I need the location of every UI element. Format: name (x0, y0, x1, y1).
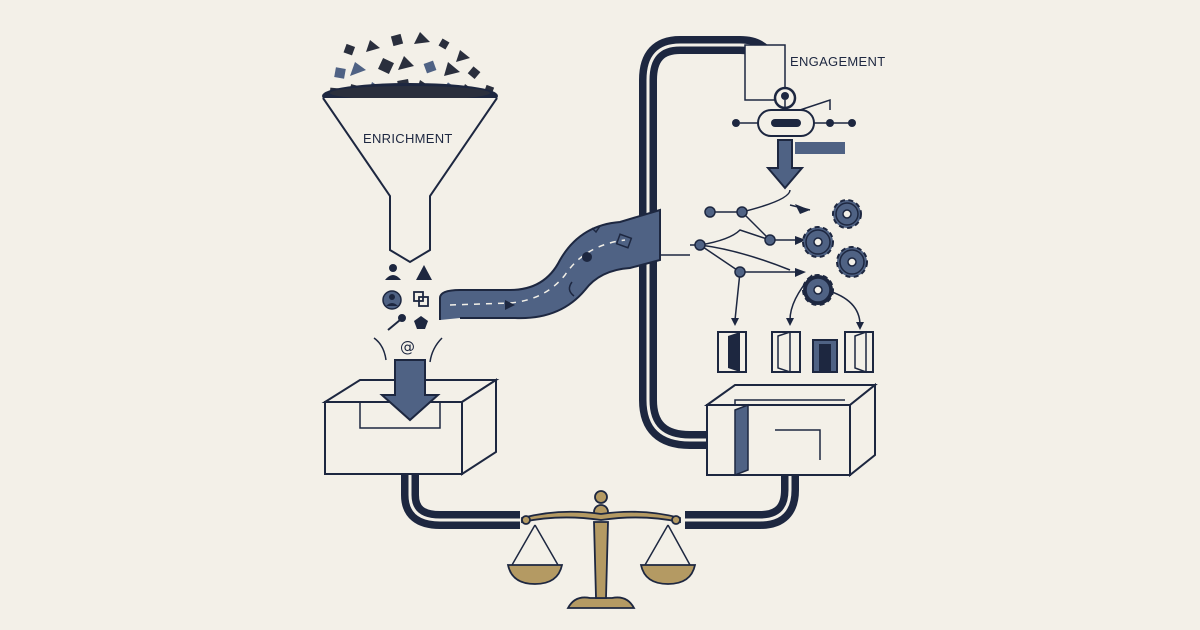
door-icon (734, 403, 749, 477)
node-dot (582, 252, 592, 262)
enrichment-funnel: ENRICHMENT (322, 32, 498, 264)
triangle-icon (505, 300, 515, 310)
at-sign-icon: @ (400, 338, 415, 356)
gear-icon (802, 274, 834, 306)
output-box (703, 382, 878, 478)
down-arrow-icon (379, 359, 441, 422)
engagement-cluster: ENGAGEMENT (690, 44, 885, 374)
down-arrow-icon (765, 139, 805, 190)
intake-box (321, 359, 500, 476)
wavy-connector (439, 208, 690, 320)
door-icon (717, 331, 747, 373)
person-icon (385, 264, 401, 280)
gear-icon (802, 226, 834, 258)
door-icon (844, 330, 874, 374)
door-icon (812, 339, 838, 373)
tool-icon (387, 314, 406, 331)
door-icon (771, 330, 801, 374)
gear-icon (836, 246, 868, 278)
pentagon-icon (414, 316, 428, 329)
user-icon (732, 86, 856, 154)
square-icon (615, 233, 633, 249)
engagement-label: ENGAGEMENT (790, 54, 885, 69)
enriched-items: @ (373, 264, 443, 363)
avatar-icon (382, 290, 402, 310)
squares-icon (413, 291, 429, 307)
arrowheads (731, 204, 864, 330)
enrichment-label: ENRICHMENT (363, 131, 453, 146)
triangle-icon (416, 265, 432, 280)
gear-icon (832, 199, 862, 229)
balance-scale-icon (506, 490, 697, 609)
branch-nodes (694, 206, 776, 278)
